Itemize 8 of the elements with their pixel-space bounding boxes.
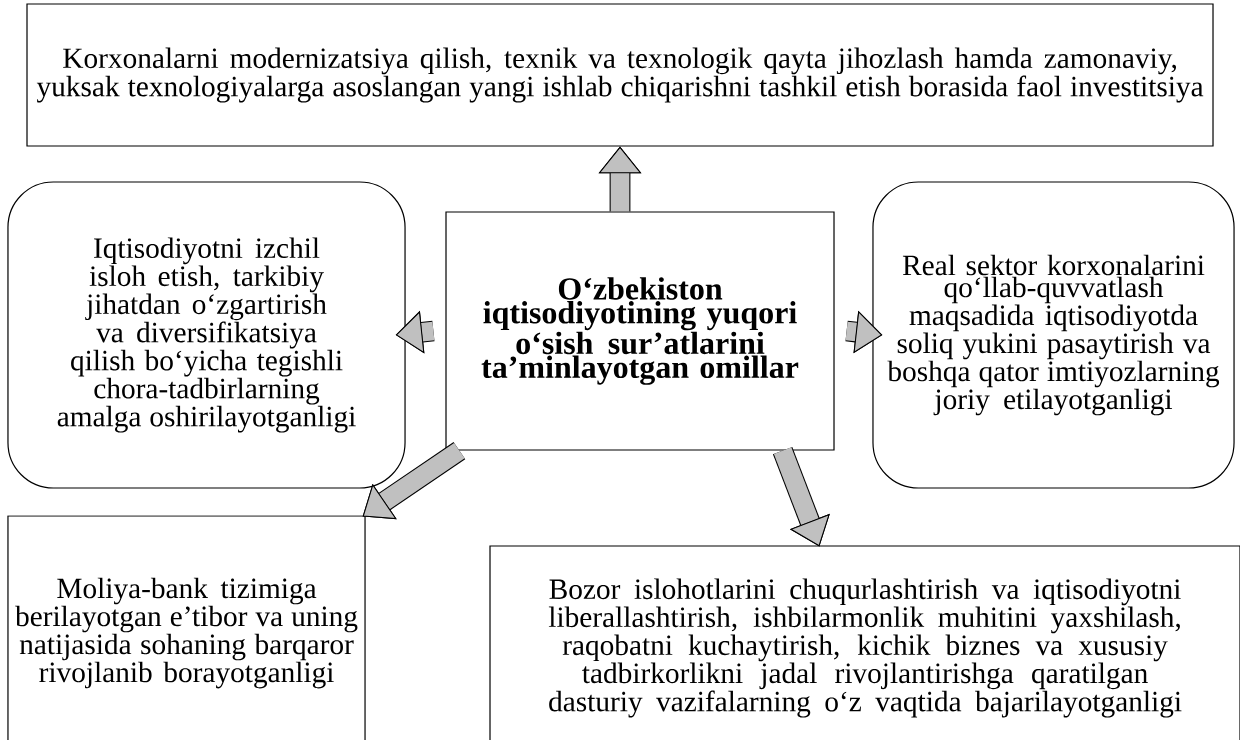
block-arrow [772,446,830,547]
text-box: Korxonalarni modernizatsiya qilish, texnik va texnologik qayta jihozlash hamda zamonaviy, yuksak texnologiyalarga asoslangan yangi ishlab chiqarishni tashkil etish borasida faol investitsiya [26,3,1214,147]
text-box: Bozor islohotlarini chuqurlashtirish va iqtisodiyotni liberallashtirish, ishbilarmonlik muhitini yaxshilash, raqobatni kuchaytirish, kichik biznes va xususiy tadbirkorlikni jadal rivojlantirishga qaratilgan dasturiy vazifalarning o‘z vaqtida bajarilayotganligi [489,545,1240,740]
rounded-box: Real sektor korxonalarini qo‘llab-quvvatlash maqsadida iqtisodiyotda soliq yukini pasaytirish va boshqa qator imtiyozlarning joriy etilayotganligi [872,181,1235,489]
rounded-box: Iqtisodiyotni izchil isloh etish, tarkibiy jihatdan o‘zgartirish va diversifikatsiya qilish bo‘yicha tegishli chora-tadbirlarning amalga oshirilayotganligi [7,181,406,489]
text-box: Moliya-bank tizimiga berilayotgan e’tibor va uning natijasida sohaning barqaror rivojlanib borayotganligi [7,515,366,740]
title-box: O‘zbekiston iqtisodiyotining yuqori o‘sish sur’atlarini ta’minlayotgan omillar [445,211,835,451]
block-arrow [362,442,466,520]
